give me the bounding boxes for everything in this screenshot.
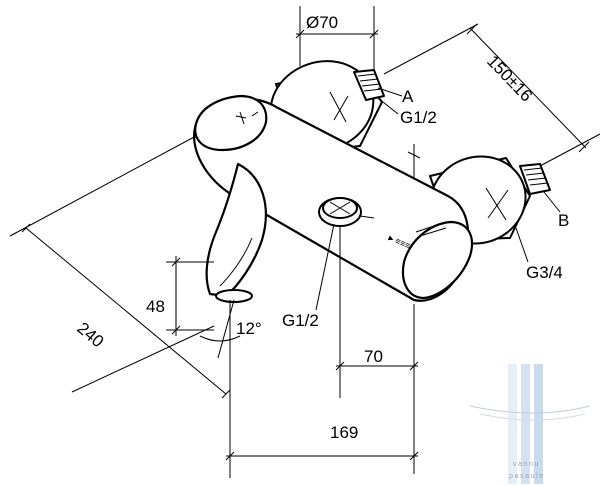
watermark-logo: vannu pasaule xyxy=(469,364,591,484)
centerline-tick xyxy=(407,151,421,159)
spout-outlet xyxy=(215,289,253,303)
watermark-arc xyxy=(479,413,586,421)
tick-mark xyxy=(409,361,419,371)
thread-line xyxy=(527,177,547,181)
mixer-body: ▸ ≡≡≡ xyxy=(193,94,474,303)
watermark-bar xyxy=(508,364,517,484)
width-label: 169 xyxy=(330,423,358,442)
inlet-b-label: B xyxy=(558,211,569,230)
thread-line xyxy=(363,88,383,92)
watermark-line2: pasaule xyxy=(509,473,545,480)
thread-line xyxy=(529,182,549,186)
tick-mark xyxy=(369,29,379,39)
watermark-line1: vannu xyxy=(513,461,540,468)
extension-line xyxy=(71,325,215,393)
tick-mark xyxy=(409,451,419,461)
tick-mark xyxy=(21,223,31,233)
angle-arc xyxy=(199,335,241,342)
thread-line xyxy=(357,73,377,77)
thread-line xyxy=(525,172,545,176)
spout xyxy=(205,162,267,298)
thread-b-label: G3/4 xyxy=(526,263,563,282)
thread-line xyxy=(361,83,381,87)
outlet-thread-label: G1/2 xyxy=(282,311,319,330)
angle-dimension: 12° xyxy=(199,299,262,478)
angle-label: 12° xyxy=(236,319,262,338)
diameter-label: Ø70 xyxy=(306,13,338,32)
diameter-dimension: Ø70 xyxy=(295,6,379,70)
width-dimension: 169 xyxy=(225,423,419,461)
outlet-leader xyxy=(359,215,375,219)
tick-mark xyxy=(171,325,181,335)
offset-dimension: 70 xyxy=(335,226,419,474)
spout-contour xyxy=(219,237,253,287)
outlet-cross xyxy=(329,201,351,215)
leader-line xyxy=(515,227,529,263)
lever-symbol xyxy=(235,111,259,125)
depth-label: 240 xyxy=(73,319,107,352)
dimension-line xyxy=(25,227,227,395)
spout-axis-line xyxy=(217,299,235,359)
spacing-label: 150±16 xyxy=(483,52,536,106)
thermostat-cap xyxy=(401,220,474,300)
cap-marking xyxy=(415,223,447,237)
thread-line xyxy=(359,78,379,82)
extension-line xyxy=(383,23,479,75)
center-mark xyxy=(485,187,507,221)
watermark-bar xyxy=(534,364,543,484)
center-mark xyxy=(333,95,349,121)
extension-line xyxy=(9,135,197,237)
outlet-thread-callout: G1/2 xyxy=(282,223,335,330)
tick-mark xyxy=(466,23,478,35)
thread-line xyxy=(523,167,543,171)
tick-mark xyxy=(578,141,590,153)
leader-line xyxy=(377,97,399,115)
tick-mark xyxy=(295,29,305,39)
spacing-dimension: 150±16 xyxy=(383,23,600,167)
thread-a-label: G1/2 xyxy=(400,108,437,127)
depth-dimension: 240 xyxy=(9,135,231,399)
center-mark xyxy=(329,91,347,123)
tick-mark xyxy=(335,361,345,371)
tick-mark xyxy=(221,389,231,399)
leader-line xyxy=(543,191,561,213)
lever-cap xyxy=(194,94,268,152)
dimension-line xyxy=(469,27,587,149)
leader-line xyxy=(377,87,403,97)
center-mark xyxy=(487,189,509,219)
leader-line xyxy=(315,223,335,311)
offset-label: 70 xyxy=(364,347,383,366)
tick-mark xyxy=(171,257,181,267)
height-dimension: 48 xyxy=(146,256,214,336)
height-label: 48 xyxy=(146,297,165,316)
watermark-arc xyxy=(469,405,591,414)
inlet-a-label: A xyxy=(402,87,414,106)
tick-mark xyxy=(225,451,235,461)
watermark-bar xyxy=(521,364,530,484)
extension-line xyxy=(539,133,600,167)
